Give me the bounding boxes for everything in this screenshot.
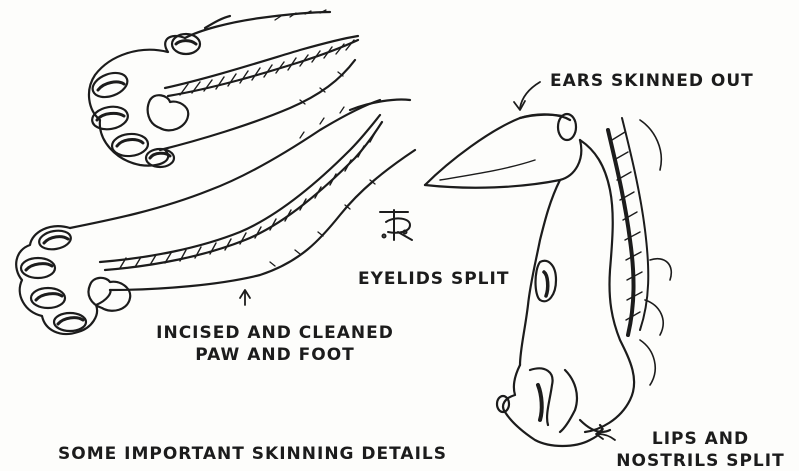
paw-label: INCISED AND CLEANED PAW AND FOOT	[150, 322, 400, 366]
lips-label-line-2: NOSTRILS SPLIT	[608, 450, 793, 472]
lips-label-line-1: LIPS AND	[608, 428, 793, 450]
figure-caption: SOME IMPORTANT SKINNING DETAILS	[58, 443, 447, 465]
lips-label: LIPS AND NOSTRILS SPLIT	[608, 428, 793, 472]
ears-label: EARS SKINNED OUT	[550, 70, 754, 92]
upper-paw-drawing	[89, 10, 358, 167]
eyelids-label: EYELIDS SPLIT	[358, 268, 509, 290]
paw-label-line-1: INCISED AND CLEANED	[150, 322, 400, 344]
artist-monogram	[380, 210, 412, 240]
paw-label-line-2: PAW AND FOOT	[150, 344, 400, 366]
label-arrows	[240, 82, 615, 440]
